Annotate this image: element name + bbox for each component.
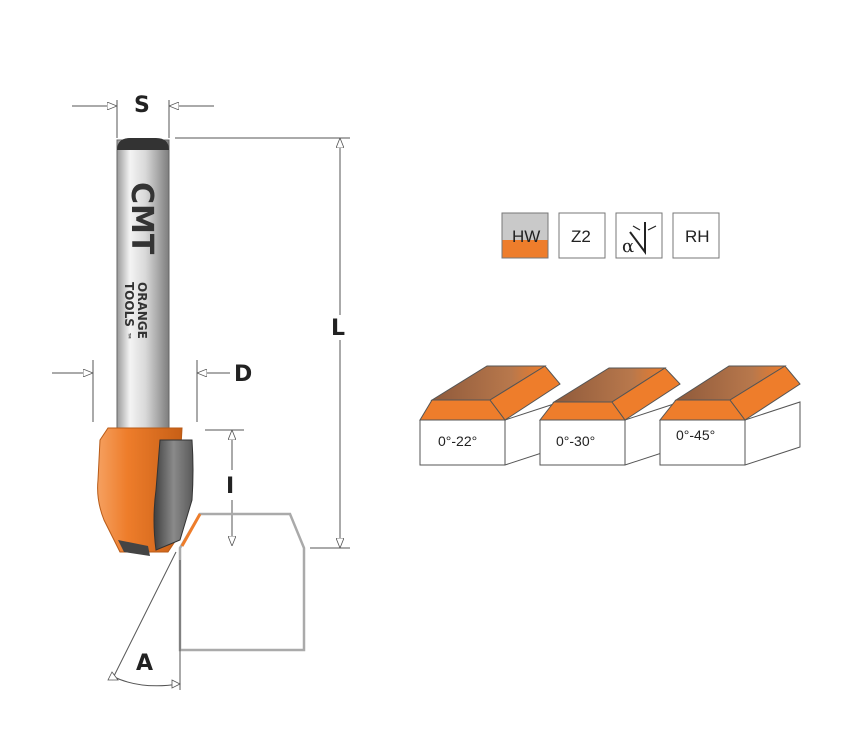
label-s: S — [134, 93, 150, 118]
angle-label-1: 0°-22° — [438, 433, 477, 449]
rh-label: RH — [685, 227, 710, 246]
shank: CMT ORANGE TOOLS ™ — [116, 138, 170, 431]
dimension-s: S — [72, 93, 214, 138]
logo-line2: TOOLS — [122, 282, 136, 327]
angle-icon: α — [622, 236, 634, 257]
badge-hw: HW — [501, 212, 549, 259]
badge-angle: α — [615, 212, 663, 259]
angle-block-1: 0°-22° — [419, 365, 561, 466]
workpiece-profile — [178, 512, 306, 652]
dimension-d: D — [52, 360, 252, 422]
logo-tm: ™ — [123, 332, 132, 340]
cmt-logo: CMT ORANGE TOOLS ™ — [122, 182, 159, 340]
label-d: D — [234, 362, 252, 387]
dimension-a: A — [107, 551, 181, 690]
logo-brand: CMT — [124, 182, 159, 255]
dimension-l: L — [175, 137, 350, 549]
angle-label-3: 0°-45° — [676, 427, 715, 443]
router-bit: CMT ORANGE TOOLS ™ — [97, 138, 194, 556]
carbide-insert — [153, 439, 194, 551]
label-i: I — [226, 474, 234, 499]
bit-tip — [118, 540, 150, 556]
angle-label-2: 0°-30° — [556, 433, 595, 449]
dimension-i: I — [205, 429, 244, 545]
hw-label: HW — [512, 227, 540, 246]
z2-label: Z2 — [571, 227, 591, 246]
label-a: A — [136, 651, 153, 676]
label-l: L — [331, 316, 345, 341]
badge-rh: RH — [672, 212, 720, 259]
logo-line1: ORANGE — [135, 282, 149, 339]
angle-block-2: 0°-30° — [538, 367, 681, 466]
angle-block-3: 0°-45° — [658, 365, 801, 466]
badge-z2: Z2 — [558, 212, 606, 259]
